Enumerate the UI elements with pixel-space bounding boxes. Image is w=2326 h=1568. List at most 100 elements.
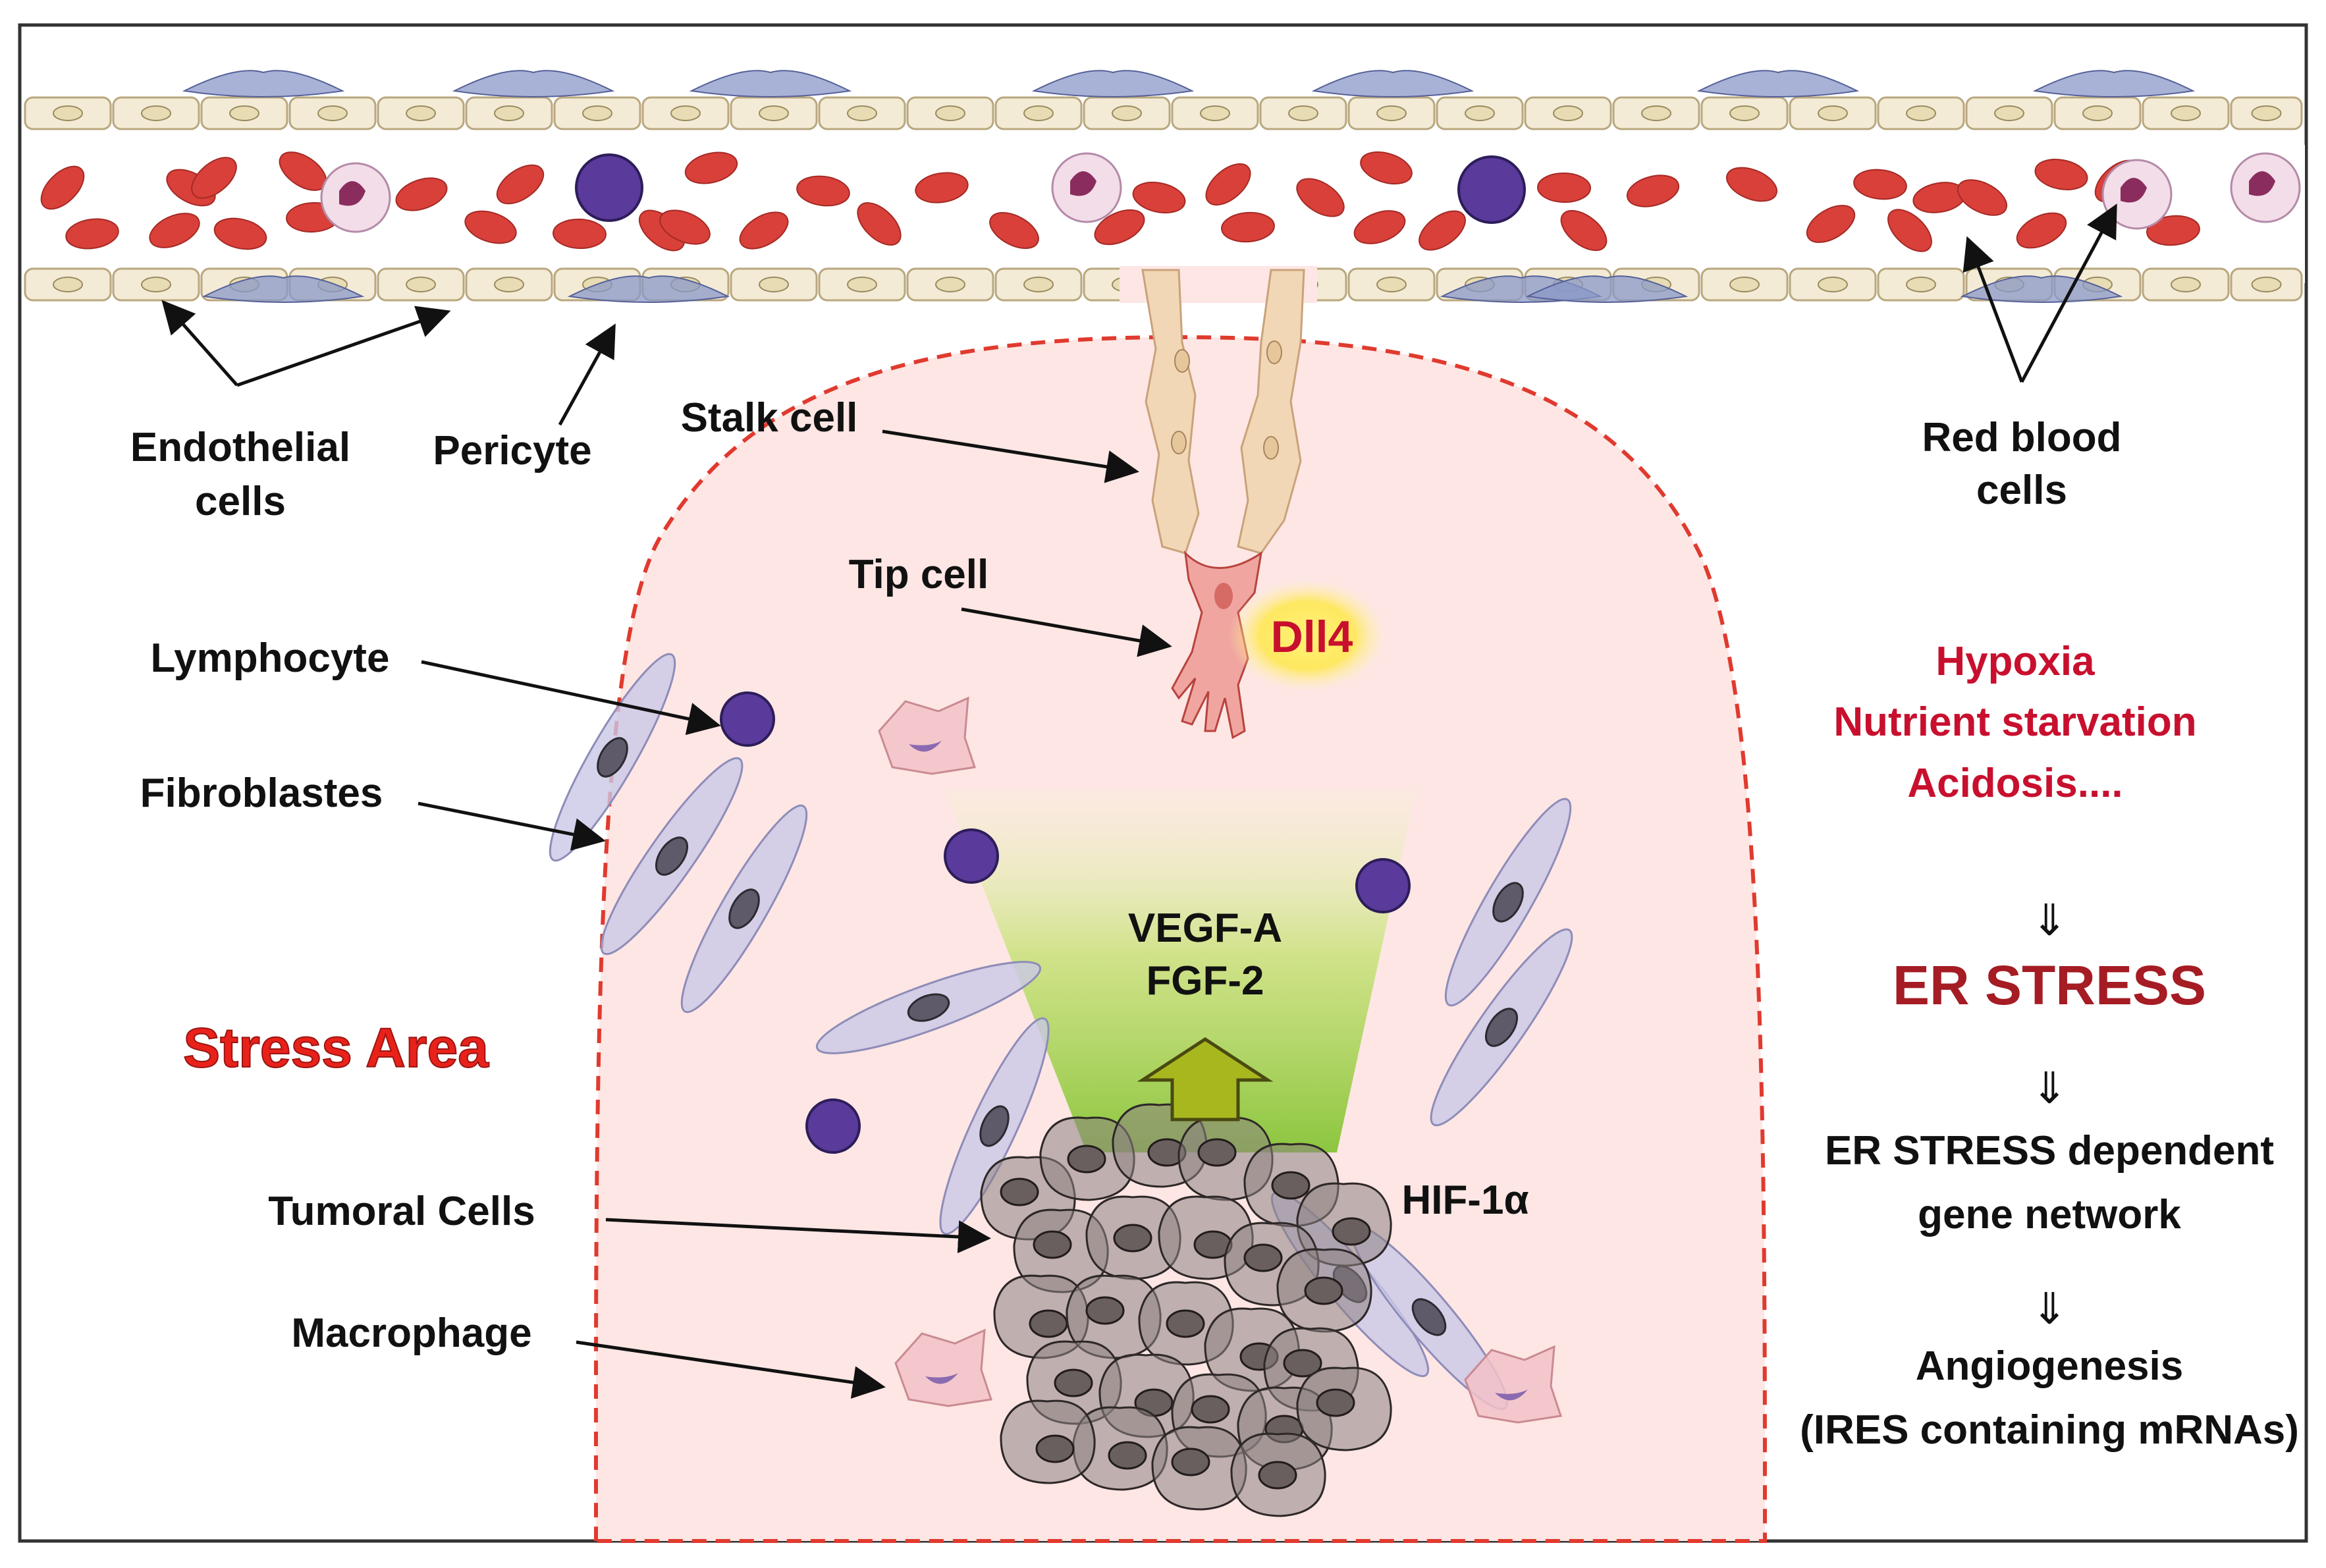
macrophage-cell — [894, 1328, 992, 1407]
tumor-nucleus — [1171, 1447, 1210, 1476]
endothelial-nucleus — [1200, 105, 1230, 121]
red-blood-cell — [149, 213, 200, 248]
arrow-pericyte — [558, 323, 616, 426]
label-fibroblastes: Fibroblastes — [140, 770, 383, 816]
red-blood-cell — [1853, 169, 1907, 200]
red-blood-cell — [739, 211, 789, 250]
tumor-nucleus — [1113, 1224, 1152, 1253]
endothelial-nucleus — [2251, 105, 2282, 121]
endothelial-nucleus — [2171, 277, 2201, 292]
tumor-nucleus — [1271, 1171, 1311, 1200]
arrow-tip — [961, 607, 1172, 657]
stalk-nucleus — [1171, 431, 1187, 454]
condition-hypoxia: Hypoxia — [1935, 639, 2095, 684]
endothelial-nucleus — [141, 105, 171, 121]
pericyte-cell — [689, 70, 852, 97]
red-blood-cell — [1221, 211, 1275, 243]
red-blood-cell — [1806, 205, 1856, 243]
macrophage-nucleus — [1495, 1390, 1528, 1401]
flow-arrow-1: ⇓ — [2031, 896, 2067, 944]
red-blood-cell — [659, 209, 711, 245]
tip-nucleus — [1214, 583, 1233, 609]
red-blood-cell — [65, 218, 119, 250]
upward-arrow — [1137, 1037, 1274, 1122]
dll4-glow — [1228, 580, 1386, 691]
fibroblast-nucleus — [728, 888, 760, 929]
endothelial-wall-top — [24, 96, 2303, 130]
red-blood-cell — [989, 211, 1039, 250]
macrophage-nucleus — [909, 741, 942, 752]
label-pericyte: Pericyte — [433, 428, 591, 473]
tumor-nucleus — [1243, 1243, 1283, 1272]
pericyte-cell — [182, 70, 345, 97]
neutrophil-nucleus — [1070, 171, 1096, 196]
pericyte-cell — [1960, 275, 2123, 303]
tumor-mass — [980, 1103, 1392, 1517]
label-red-blood-2: cells — [1976, 468, 2067, 513]
endothelial-nucleus — [935, 105, 965, 121]
endothelial-nucleus — [759, 105, 789, 121]
endothelial-nucleus — [1729, 277, 1760, 292]
neutrophil-nucleus — [2121, 178, 2147, 203]
blood-vessel — [22, 70, 2305, 303]
angiogenesis-line-1: Angiogenesis — [1916, 1343, 2184, 1389]
red-blood-cell — [1626, 175, 1680, 207]
endothelial-nucleus — [2171, 105, 2201, 121]
fibroblast-nucleus — [1492, 882, 1524, 923]
macrophage-cell — [878, 696, 976, 775]
endothelial-nucleus — [847, 105, 877, 121]
tumor-nucleus — [1067, 1145, 1106, 1174]
er-stress-heading: ER STRESS — [1893, 954, 2206, 1016]
lymphocyte-cell — [1457, 155, 1526, 224]
pericyte-cell — [1525, 275, 1689, 303]
endothelial-nucleus — [1729, 105, 1760, 121]
endothelial-nucleus — [1112, 105, 1142, 121]
tumor-nucleus — [1166, 1309, 1205, 1338]
fibroblast-nucleus — [907, 993, 950, 1022]
endothelial-nucleus — [406, 105, 436, 121]
endothelial-nucleus — [141, 277, 171, 292]
red-blood-cell — [1360, 151, 1413, 185]
red-blood-cell — [1537, 172, 1591, 203]
endothelial-nucleus — [494, 105, 524, 121]
tumor-nucleus — [1197, 1138, 1237, 1167]
pericyte-cell — [202, 275, 365, 303]
tumor-nucleus — [1191, 1395, 1230, 1424]
network-line-2: gene network — [1918, 1192, 2181, 1237]
red-blood-cell — [553, 218, 607, 250]
stalk-nucleus — [1174, 349, 1190, 373]
red-blood-cell — [1205, 163, 1251, 206]
endothelial-nucleus — [1906, 277, 1936, 292]
tumor-nucleus — [1029, 1309, 1068, 1338]
red-blood-cell — [496, 164, 545, 205]
tumor-nucleus — [1258, 1461, 1297, 1490]
red-blood-cell — [1353, 210, 1406, 244]
label-stress-area: Stress Area — [183, 1017, 489, 1079]
tumor-nucleus — [1283, 1349, 1322, 1378]
arrow-rbc-1 — [1962, 236, 2024, 383]
red-blood-cell — [684, 151, 738, 184]
endothelial-nucleus — [2251, 277, 2282, 292]
stalk-nucleus — [1266, 340, 1282, 364]
fibroblast-nucleus — [979, 1105, 1010, 1147]
neutrophil-nucleus — [339, 181, 365, 206]
fibroblast-nucleus — [1484, 1008, 1519, 1047]
network-line-1: ER STRESS dependent — [1825, 1128, 2274, 1174]
lymphocyte-cell — [1355, 858, 1411, 913]
label-endothelial-2: cells — [195, 479, 286, 524]
pointer-arrows — [161, 203, 2117, 1399]
label-hif: HIF-1α — [1401, 1177, 1528, 1223]
label-tumoral: Tumoral Cells — [268, 1189, 535, 1234]
red-blood-cell — [395, 177, 448, 211]
lymphocyte-cell — [720, 691, 775, 747]
endothelial-nucleus — [1818, 105, 1848, 121]
endothelial-nucleus — [53, 105, 83, 121]
endothelial-nucleus — [759, 277, 789, 292]
pericyte-cell — [1031, 70, 1195, 97]
fibroblast-nucleus — [655, 836, 689, 876]
red-blood-cell — [464, 210, 517, 244]
lymphocyte-cell — [575, 153, 643, 222]
label-lymphocyte: Lymphocyte — [151, 635, 390, 681]
label-tip-cell: Tip cell — [849, 552, 989, 597]
label-macrophage: Macrophage — [291, 1311, 531, 1356]
